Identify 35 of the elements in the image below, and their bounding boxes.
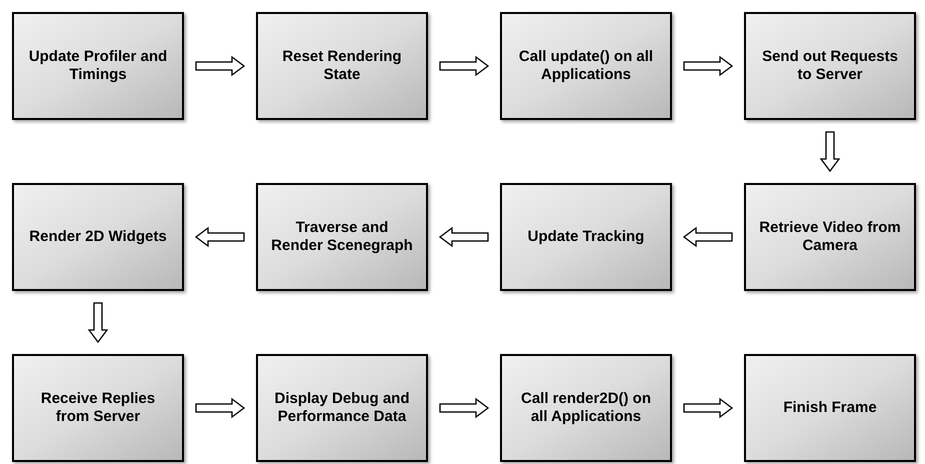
block-arrow (439, 56, 490, 76)
box-label: Update Tracking (528, 228, 644, 246)
box-label: Reset Rendering State (281, 48, 403, 84)
block-arrow (820, 131, 840, 172)
block-arrow (88, 302, 108, 344)
process-box (12, 183, 184, 291)
box-label: Traverse and Render Scenegraph (270, 219, 414, 255)
process-box (744, 183, 916, 291)
block-arrow (195, 56, 246, 76)
box-label: Call render2D() on all Applications (520, 390, 652, 426)
process-box (256, 354, 428, 462)
process-box (500, 183, 672, 291)
box-label: Render 2D Widgets (29, 228, 167, 246)
box-label: Call update() on all Applications (518, 48, 654, 84)
block-arrow (682, 226, 733, 248)
block-arrow (438, 226, 489, 248)
process-box (12, 354, 184, 462)
block-arrow (683, 56, 734, 76)
process-box (256, 12, 428, 120)
box-label: Send out Requests to Server (761, 48, 899, 84)
process-box (744, 354, 916, 462)
process-box (744, 12, 916, 120)
process-box (500, 354, 672, 462)
box-label: Display Debug and Performance Data (273, 390, 411, 426)
process-box (500, 12, 672, 120)
process-box (12, 12, 184, 120)
block-arrow (683, 398, 734, 418)
box-label: Receive Replies from Server (40, 390, 156, 426)
box-label: Finish Frame (783, 399, 877, 417)
box-label: Update Profiler and Timings (28, 48, 168, 84)
block-arrow (194, 226, 245, 248)
process-box (256, 183, 428, 291)
box-label: Retrieve Video from Camera (758, 219, 902, 255)
block-arrow (195, 398, 246, 418)
block-arrow (439, 398, 490, 418)
